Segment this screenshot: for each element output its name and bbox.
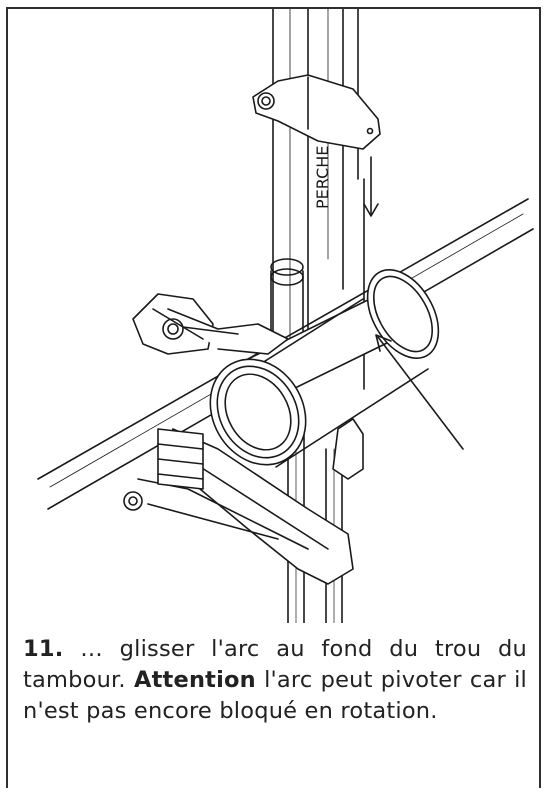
left-clamp	[132, 293, 289, 355]
assembly-drawing: PERCHE	[37, 9, 534, 623]
step-emphasis: Attention	[133, 667, 256, 693]
step-text-before: … glisser l'arc au fond du trou du tambo…	[23, 636, 527, 693]
step-text-after: l'arc peut pivoter car il n'est pas enco…	[23, 667, 527, 724]
page-frame	[6, 7, 541, 788]
step-caption: 11. … glisser l'arc au fond du trou du t…	[23, 634, 527, 727]
top-clamp: PERCHE	[252, 74, 381, 209]
drum	[209, 269, 440, 468]
step-number: 11.	[23, 636, 64, 662]
pointer-arrow	[375, 334, 464, 450]
assembly-illustration: PERCHE	[8, 9, 539, 623]
brand-text: PERCHE	[313, 146, 332, 209]
screw-knob	[157, 428, 204, 490]
down-arrow	[363, 156, 379, 217]
